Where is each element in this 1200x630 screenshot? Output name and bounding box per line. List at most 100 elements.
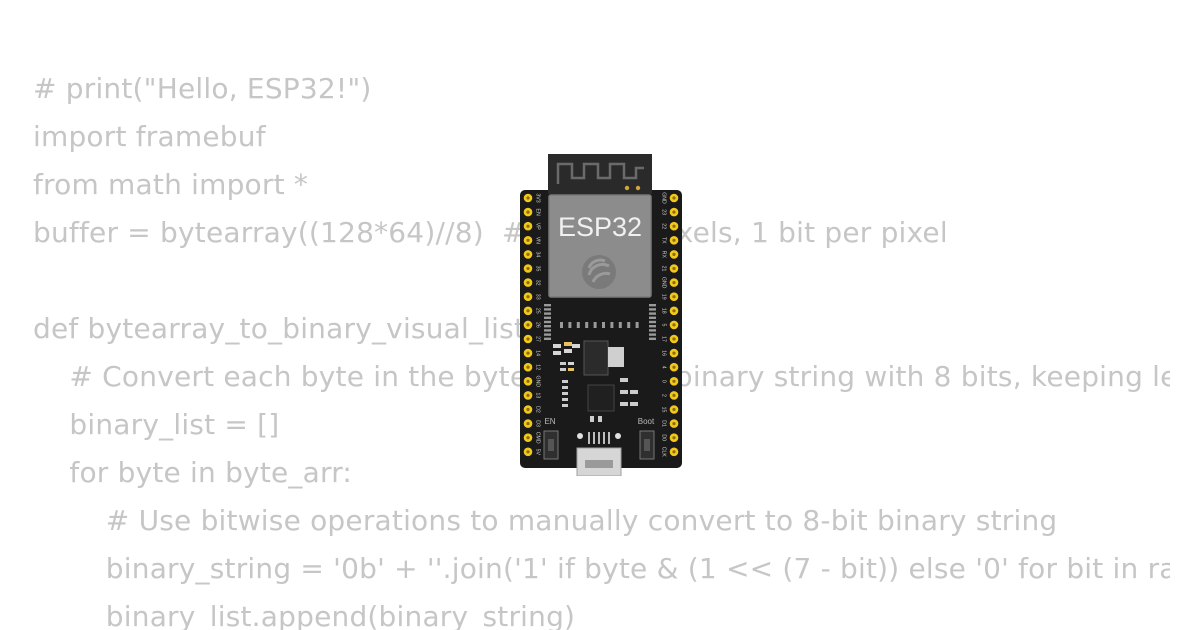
pin-label: 35: [535, 266, 541, 272]
module-pad: [649, 320, 656, 324]
header-pin-hole: [672, 337, 676, 341]
header-pin-hole: [526, 450, 530, 454]
smd-part: [562, 386, 568, 389]
smd-part: [620, 378, 628, 382]
header-pin-hole: [526, 295, 530, 299]
module-pad: [649, 337, 656, 340]
pin-label: EN: [535, 208, 541, 215]
usb-mount-hole: [615, 433, 621, 439]
header-pin-hole: [526, 422, 530, 426]
header-pin-hole: [672, 422, 676, 426]
header-pin-hole: [672, 281, 676, 285]
antenna-trace: [556, 162, 644, 184]
header-pin-hole: [672, 309, 676, 313]
code-line: for byte in byte_arr:: [33, 456, 353, 489]
smd-part: [562, 398, 568, 401]
pin-label: CLK: [661, 447, 667, 458]
pin-label: 34: [535, 252, 541, 258]
pin-label: 27: [535, 336, 541, 342]
pin-label: 19: [661, 294, 667, 300]
module-pad: [544, 316, 551, 319]
pin-label: 14: [535, 350, 541, 356]
module-pad: [649, 333, 656, 336]
smd-part: [560, 368, 566, 371]
pin-label: RX: [661, 251, 667, 259]
pin-label: VN: [535, 237, 541, 244]
smd-part: [590, 416, 594, 422]
header-pin-hole: [672, 266, 676, 271]
header-pin-hole: [526, 196, 530, 200]
usb-trace: [588, 432, 590, 444]
micro-usb-opening: [585, 460, 613, 468]
header-pin-hole: [526, 252, 530, 256]
module-pad: [544, 304, 551, 307]
pin-label: 15: [661, 407, 667, 413]
usb-traces: [577, 432, 621, 444]
header-pin-hole: [672, 224, 676, 228]
antenna-area: [548, 154, 652, 194]
smd-components: [553, 342, 638, 422]
module-pad: [585, 322, 589, 328]
header-pin-hole: [672, 196, 676, 200]
module-pad: [544, 337, 551, 340]
pin-label: 0: [661, 380, 667, 383]
right-header-pins: [669, 193, 679, 457]
header-pin-hole: [526, 281, 530, 285]
usb-trace: [593, 432, 595, 444]
header-pin-hole: [672, 323, 676, 327]
module-pads: [544, 304, 656, 340]
smd-part: [572, 344, 580, 348]
header-pin-hole: [526, 351, 530, 355]
module-pad: [544, 308, 551, 311]
module-pad: [610, 322, 614, 328]
header-pin-hole: [526, 266, 530, 271]
header-pin-hole: [672, 407, 676, 412]
pin-label: 17: [661, 336, 667, 342]
pin-label: 33: [535, 294, 541, 300]
module-pad: [544, 333, 551, 336]
smd-part: [553, 344, 561, 348]
header-pin-hole: [526, 238, 530, 242]
pin-label: 25: [535, 308, 541, 314]
header-pin-hole: [526, 393, 530, 397]
code-line: import framebuf: [33, 120, 266, 153]
header-pin-hole: [526, 210, 530, 214]
module-pad: [593, 322, 597, 328]
header-pin-hole: [672, 365, 676, 369]
smd-part: [560, 362, 566, 365]
smd-part: [562, 380, 568, 383]
pin-label: 21: [661, 266, 667, 272]
module-pad: [649, 329, 656, 332]
pin-label: VP: [535, 223, 541, 230]
pin-label: 18: [661, 308, 667, 314]
pin-label: 5: [661, 323, 667, 326]
voltage-regulator: [583, 340, 609, 376]
module-pad: [649, 304, 656, 307]
micro-usb-port: [576, 447, 622, 476]
code-line: # Use bitwise operations to manually con…: [33, 504, 1058, 537]
header-pin-hole: [672, 450, 676, 454]
module-pad: [544, 312, 551, 315]
antenna-dot: [624, 185, 630, 191]
code-line: from math import *: [33, 168, 309, 201]
module-pad: [649, 316, 656, 319]
usb-trace: [608, 432, 610, 444]
code-line: binary_string = '0b' + ''.join('1' if by…: [33, 552, 1170, 585]
smd-part: [630, 390, 638, 394]
module-pad: [544, 325, 551, 328]
boot-label: Boot: [638, 417, 655, 426]
espressif-logo-icon: [582, 255, 616, 289]
pin-label: D1: [661, 420, 667, 427]
smd-part: [562, 404, 568, 407]
module-pad: [602, 322, 605, 328]
header-pin-hole: [672, 393, 676, 397]
pin-label: 16: [661, 350, 667, 356]
module-pad: [649, 312, 656, 315]
pin-label: CMD: [535, 432, 541, 444]
code-line: binary_list = []: [33, 408, 280, 441]
pin-label: 2: [661, 394, 667, 397]
en-button-cap: [548, 439, 554, 451]
module-pad: [544, 329, 551, 332]
